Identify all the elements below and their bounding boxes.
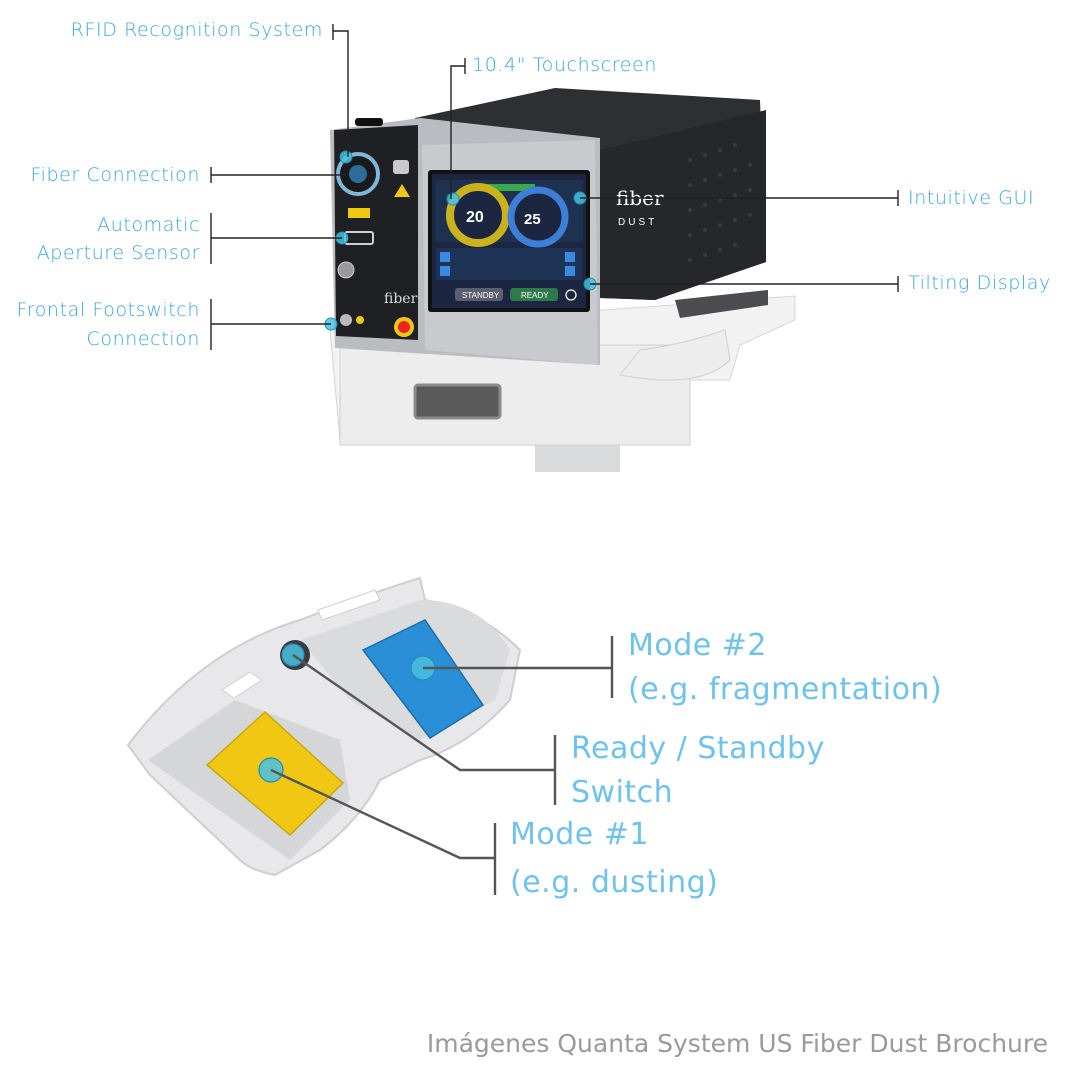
gauge-right-value: 25 xyxy=(524,211,541,228)
callout-mode2-line2: (e.g. fragmentation) xyxy=(628,672,943,707)
callout-mode1-line1: Mode #1 xyxy=(510,817,649,852)
side-sub-brand: DUST xyxy=(618,217,657,228)
footswitch-leader-lines xyxy=(270,636,614,895)
device-leader-lines xyxy=(210,24,899,350)
gauge-left-value: 20 xyxy=(466,209,484,226)
device-cart xyxy=(329,290,796,472)
vent-pattern xyxy=(688,143,752,262)
image-caption: Imágenes Quanta System US Fiber Dust Bro… xyxy=(426,1029,1048,1058)
screen-info-rows xyxy=(436,248,582,280)
callout-aperture-line2: Aperture Sensor xyxy=(36,242,200,264)
footswitch-illustration xyxy=(126,576,522,877)
callout-rfid: RFID Recognition System xyxy=(70,19,323,41)
front-brand-logo: fiber xyxy=(384,291,418,307)
callout-aperture-line1: Automatic xyxy=(97,214,200,236)
ready-screen-button: READY xyxy=(521,291,549,300)
callout-footswitch-line1: Frontal Footswitch xyxy=(16,299,200,321)
callout-ready-line2: Switch xyxy=(571,775,674,810)
callout-mode1-line2: (e.g. dusting) xyxy=(510,865,719,900)
screen-buttons: STANDBY READY xyxy=(455,288,577,301)
callout-ready-line1: Ready / Standby xyxy=(571,731,825,766)
callout-fiber-connection: Fiber Connection xyxy=(30,164,200,186)
callout-mode2-line1: Mode #2 xyxy=(628,628,767,663)
callout-intuitive-gui: Intuitive GUI xyxy=(908,187,1035,209)
front-panel xyxy=(336,152,414,337)
gauge-right: 25 xyxy=(507,186,569,248)
gauge-left: 20 xyxy=(446,183,510,247)
callout-touchscreen: 10.4" Touchscreen xyxy=(472,54,657,76)
standby-screen-button: STANDBY xyxy=(462,291,500,300)
callout-footswitch-line2: Connection xyxy=(86,328,200,350)
callout-tilting-display: Tilting Display xyxy=(908,272,1051,294)
